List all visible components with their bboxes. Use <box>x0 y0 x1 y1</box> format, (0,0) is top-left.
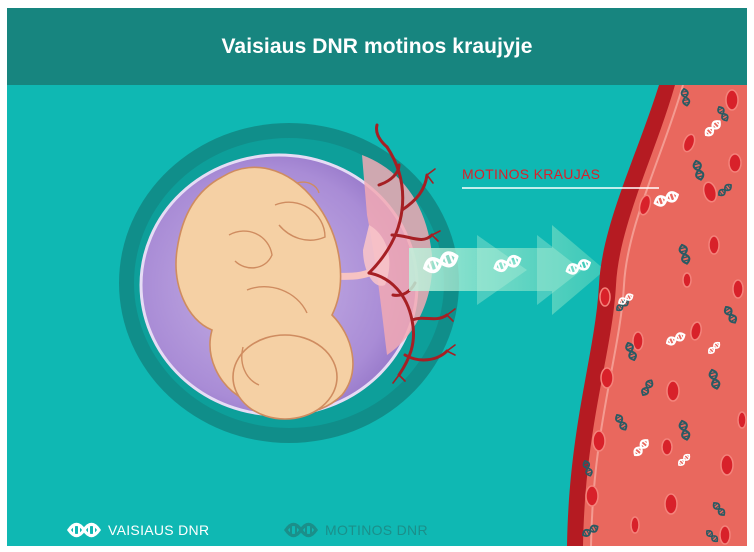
dna-white-icon <box>69 524 99 535</box>
blood-vessel <box>567 85 747 546</box>
vessel-label-text: MOTINOS KRAUJAS <box>462 166 600 182</box>
legend: VAISIAUS DNR MOTINOS DNR <box>69 522 428 538</box>
legend-label-maternal-dna: MOTINOS DNR <box>325 522 428 538</box>
illustration: MOTINOS KRAUJAS VAISIAUS DNR <box>7 85 747 546</box>
legend-item-maternal-dna: MOTINOS DNR <box>286 522 428 538</box>
dna-teal-icon <box>286 524 316 535</box>
title-bar: Vaisiaus DNR motinos kraujyje <box>7 8 747 85</box>
legend-item-fetal-dna: VAISIAUS DNR <box>69 522 209 538</box>
infographic-card: Vaisiaus DNR motinos kraujyje <box>7 8 747 546</box>
page-title: Vaisiaus DNR motinos kraujyje <box>221 35 532 59</box>
legend-label-fetal-dna: VAISIAUS DNR <box>108 522 209 538</box>
